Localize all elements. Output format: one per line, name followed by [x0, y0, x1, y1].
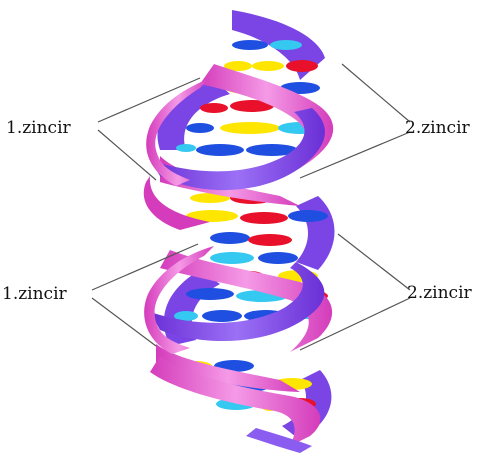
base-pair-dash: [270, 40, 302, 50]
base-pair-dash: [258, 252, 298, 264]
base-pair-dash: [186, 123, 214, 133]
label-strand-1-bottom: 1.zincir: [2, 286, 67, 303]
leader-line-br-upper: [338, 234, 410, 290]
base-pair-dash: [220, 122, 280, 134]
base-pair-dash: [202, 310, 242, 322]
base-pair-dash: [200, 103, 228, 113]
base-pair-dash: [232, 40, 268, 50]
base-pair-dash: [252, 61, 284, 71]
base-pair-dash: [186, 288, 234, 300]
base-pair-dash: [288, 210, 328, 222]
base-pair-dash: [196, 144, 244, 156]
base-pair-dash: [286, 60, 318, 72]
base-pair-dash: [248, 234, 292, 246]
base-pair-dash: [240, 212, 288, 224]
label-strand-2-bottom: 2.zincir: [407, 285, 472, 302]
base-pair-dash: [210, 232, 250, 244]
label-strand-2-top: 2.zincir: [405, 120, 470, 137]
base-pair-dash: [176, 144, 196, 152]
leader-line-tr-upper: [342, 64, 410, 122]
label-strand-1-top: 1.zincir: [6, 120, 71, 137]
base-pair-dash: [210, 252, 254, 264]
